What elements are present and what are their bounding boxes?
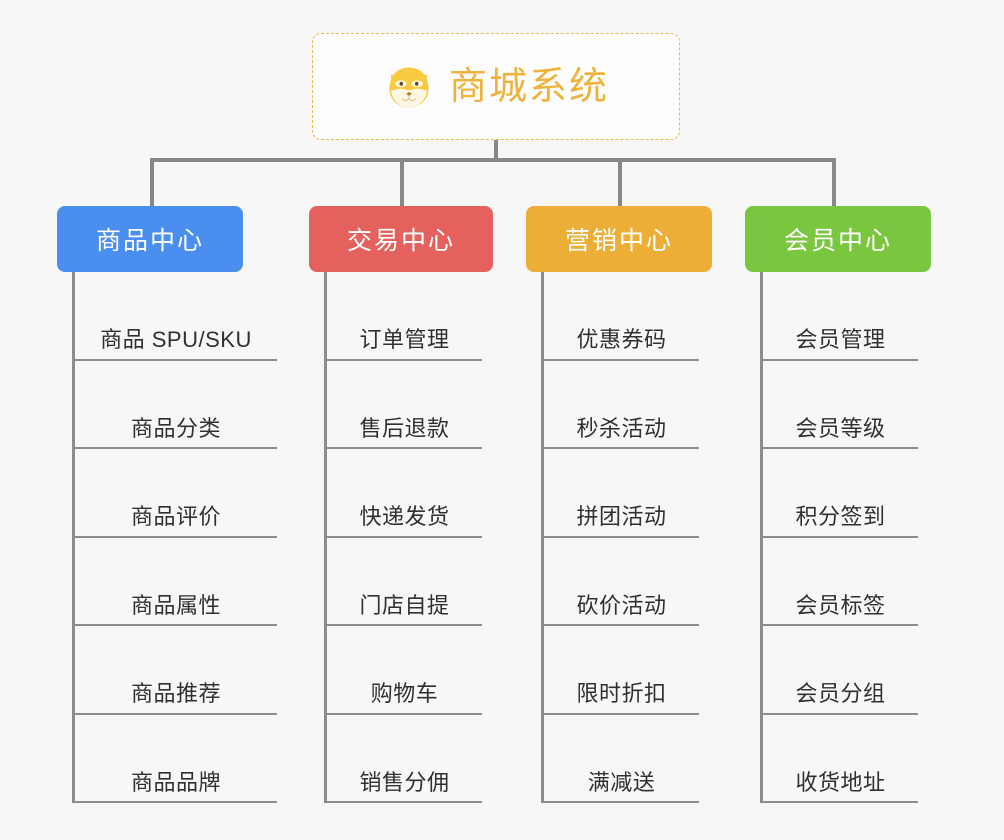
leaf-label: 门店自提 [359,592,450,618]
list-item[interactable]: 砍价活动 [544,538,699,626]
leaf-label: 商品分类 [130,415,221,441]
connector-drop-2 [400,158,404,206]
list-item[interactable]: 商品属性 [75,538,277,626]
list-item[interactable]: 购物车 [327,626,482,715]
list-item[interactable]: 秒杀活动 [544,361,699,449]
list-item[interactable]: 商品品牌 [75,715,277,803]
list-item[interactable]: 收货地址 [763,715,918,803]
leaf-column-marketing: 优惠券码 秒杀活动 拼团活动 砍价活动 限时折扣 满减送 [541,272,699,803]
leaf-label: 满减送 [587,769,656,795]
leaf-label: 积分签到 [795,504,886,530]
leaf-label: 限时折扣 [576,681,667,707]
leaf-label: 商品属性 [130,592,221,618]
list-item[interactable]: 拼团活动 [544,449,699,538]
category-label: 营销中心 [564,227,673,255]
leaf-label: 会员分组 [795,681,886,707]
list-item[interactable]: 订单管理 [327,272,482,361]
list-item[interactable]: 会员等级 [763,361,918,449]
leaf-label: 销售分佣 [359,769,450,795]
leaf-label: 商品 SPU/SKU [100,327,252,353]
leaf-label: 商品推荐 [130,681,221,707]
leaf-label: 秒杀活动 [576,415,667,441]
connector-root-stem [494,140,498,162]
leaf-label: 商品评价 [130,504,221,530]
category-label: 商品中心 [95,227,204,255]
connector-drop-3 [618,158,622,206]
connector-drop-4 [832,158,836,206]
list-item[interactable]: 限时折扣 [544,626,699,715]
list-item[interactable]: 商品推荐 [75,626,277,715]
leaf-label: 优惠券码 [576,327,667,353]
leaf-label: 会员管理 [795,327,886,353]
category-label: 交易中心 [346,227,455,255]
list-item[interactable]: 会员标签 [763,538,918,626]
list-item[interactable]: 会员管理 [763,272,918,361]
connector-drop-1 [150,158,154,206]
leaf-label: 购物车 [370,681,439,707]
leaf-label: 售后退款 [359,415,450,441]
category-label: 会员中心 [783,227,892,255]
category-box-member[interactable]: 会员中心 [745,206,931,272]
list-item[interactable]: 快递发货 [327,449,482,538]
leaf-column-transaction: 订单管理 售后退款 快递发货 门店自提 购物车 销售分佣 [324,272,482,803]
page-title: 商城系统 [448,65,609,108]
leaf-column-member: 会员管理 会员等级 积分签到 会员标签 会员分组 收货地址 [760,272,918,803]
category-box-marketing[interactable]: 营销中心 [526,206,712,272]
shiba-dog-icon [389,67,429,107]
leaf-label: 快递发货 [359,504,450,530]
list-item[interactable]: 积分签到 [763,449,918,538]
list-item[interactable]: 商品 SPU/SKU [75,272,277,361]
list-item[interactable]: 商品评价 [75,449,277,538]
list-item[interactable]: 满减送 [544,715,699,803]
leaf-label: 会员标签 [795,592,886,618]
list-item[interactable]: 优惠券码 [544,272,699,361]
leaf-label: 订单管理 [359,327,450,353]
list-item[interactable]: 门店自提 [327,538,482,626]
connector-horizontal-bus [150,158,836,162]
leaf-label: 拼团活动 [576,504,667,530]
leaf-label: 砍价活动 [576,592,667,618]
leaf-label: 收货地址 [795,769,886,795]
leaf-label: 商品品牌 [130,769,221,795]
leaf-column-product: 商品 SPU/SKU 商品分类 商品评价 商品属性 商品推荐 商品品牌 [72,272,277,803]
category-box-product[interactable]: 商品中心 [57,206,243,272]
leaf-label: 会员等级 [795,415,886,441]
list-item[interactable]: 售后退款 [327,361,482,449]
root-node[interactable]: 商城系统 [312,33,680,140]
list-item[interactable]: 会员分组 [763,626,918,715]
category-box-transaction[interactable]: 交易中心 [309,206,493,272]
list-item[interactable]: 商品分类 [75,361,277,449]
list-item[interactable]: 销售分佣 [327,715,482,803]
